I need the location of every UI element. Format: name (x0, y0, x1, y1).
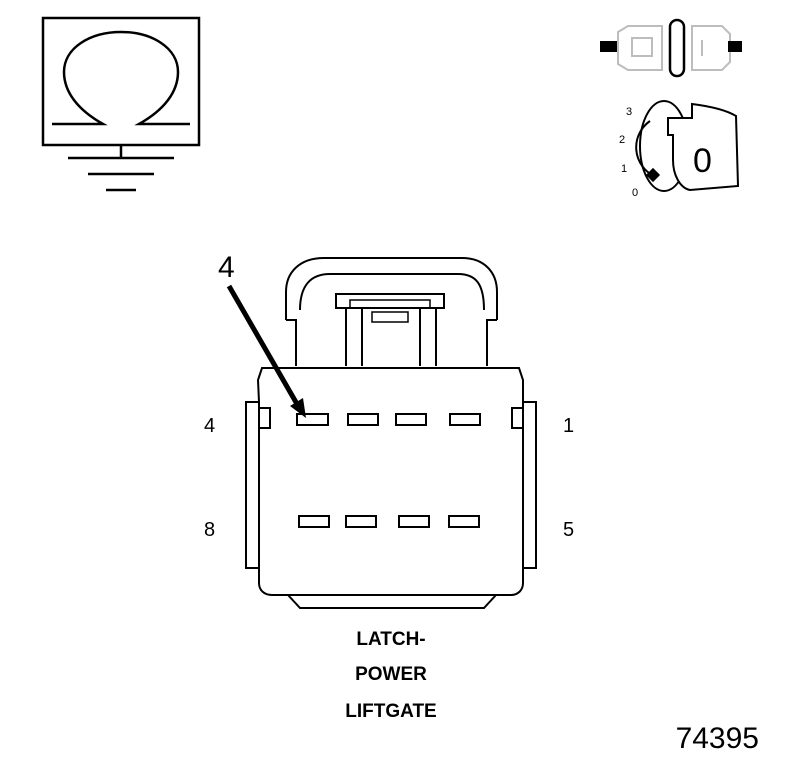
pin-cavity-2 (395, 413, 427, 426)
figure-number: 74395 (676, 722, 759, 755)
ohmmeter-ground-symbol (41, 16, 201, 192)
caption-line-3: LIFTGATE (345, 701, 436, 722)
pin-cavity-3 (347, 413, 379, 426)
ignition-key-icon: 3 2 1 0 0 (619, 100, 740, 199)
bottom-keyway (287, 594, 497, 609)
wire-right (728, 41, 742, 52)
caption-line-1: LATCH- (356, 629, 425, 650)
key-position-0: 0 (632, 187, 638, 199)
connector-face: 4 1 8 5 (204, 257, 574, 609)
arrow-head-icon (290, 398, 306, 418)
key-position-3: 3 (626, 106, 632, 118)
seal-ring (668, 18, 686, 78)
plug-right (691, 25, 731, 71)
caption-line-2: POWER (355, 664, 427, 685)
pin-cavity-5 (448, 515, 480, 528)
wire-left (600, 41, 618, 52)
omega-icon (52, 30, 190, 126)
pin-label-4: 4 (204, 415, 215, 437)
key-position-2: 2 (619, 134, 625, 146)
plug-left (617, 25, 663, 71)
pin-cavity-6 (398, 515, 430, 528)
pin-cavity-4 (296, 413, 329, 426)
position-indicator (645, 167, 661, 183)
pin-cavity-8 (298, 515, 330, 528)
meter-frame (41, 16, 201, 147)
callout-pin-number: 4 (218, 251, 235, 284)
latch-tab (335, 293, 445, 309)
connector-caption: LATCH- POWER LIFTGATE (345, 629, 436, 722)
key-label: 0 (693, 142, 712, 180)
arrow-shaft (226, 284, 300, 406)
pin-label-8: 8 (204, 519, 215, 541)
pin-cavity-7 (345, 515, 377, 528)
connector-body (245, 367, 537, 596)
callout-arrow: 4 (218, 251, 306, 418)
disconnect-connector-icon (600, 18, 742, 78)
pin-label-1: 1 (563, 415, 574, 437)
key-position-1: 1 (621, 163, 627, 175)
latch-loop (285, 257, 498, 320)
pin-label-5: 5 (563, 519, 574, 541)
pin-cavity-1 (449, 413, 481, 426)
key-head (667, 102, 740, 192)
